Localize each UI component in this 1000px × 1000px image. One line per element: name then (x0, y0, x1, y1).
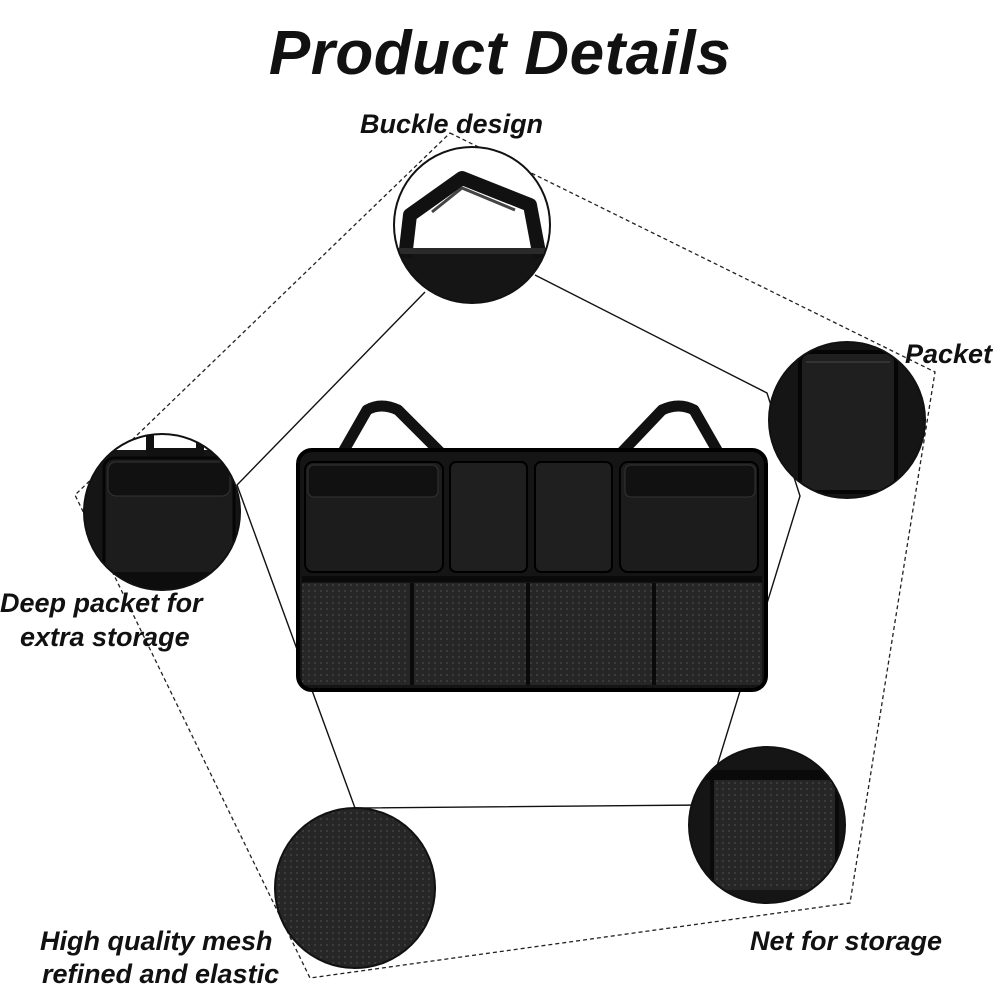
mesh-detail-circle (274, 807, 436, 969)
net-detail-circle (688, 746, 846, 904)
dashed-pentagon-outline (74, 132, 936, 979)
label-net-for-storage: Net for storage (750, 926, 943, 956)
label-mesh-line1: High quality mesh (40, 926, 273, 956)
packet-detail-circle (768, 341, 926, 499)
deep-packet-detail-circle (83, 433, 241, 591)
label-mesh-line2: refined and elastic (42, 959, 280, 989)
trunk-organizer-product (296, 400, 768, 692)
label-buckle-design: Buckle design (360, 109, 544, 139)
label-deep-packet-line2: extra storage (20, 622, 190, 652)
page-title: Product Details (268, 19, 732, 88)
label-deep-packet-line1: Deep packet for (0, 588, 203, 618)
buckle-detail-circle (393, 146, 551, 304)
label-packet: Packet (905, 339, 993, 369)
